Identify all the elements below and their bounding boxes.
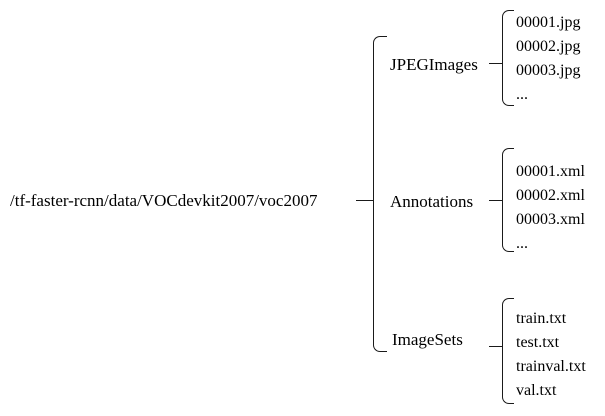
leaf-label: 00001.xml: [516, 163, 585, 180]
branch-brace-annotations: [502, 148, 514, 252]
branch-label-annotations: Annotations: [390, 192, 474, 211]
leaf-label: 00002.xml: [516, 187, 585, 204]
branch-label-jpegimages: JPEGImages: [390, 55, 478, 74]
branch-label-imagesets: ImageSets: [392, 330, 463, 349]
leaf-label: 00003.xml: [516, 211, 585, 228]
leaf-label: val.txt: [516, 382, 557, 399]
branch-brace-imagesets: [502, 298, 514, 404]
leaf-label: train.txt: [516, 310, 567, 327]
main-brace: [373, 36, 387, 352]
branch-connector-tick-annotations: [489, 200, 503, 201]
leaf-label: 00001.jpg: [516, 14, 581, 31]
leaf-label: test.txt: [516, 334, 560, 351]
branch-brace-jpegimages: [502, 10, 514, 106]
branch-connector-tick-imagesets: [489, 346, 503, 347]
leaf-label-ellipsis: ...: [516, 235, 528, 252]
root-connector-tick: [356, 200, 373, 201]
leaf-label: 00003.jpg: [516, 62, 581, 79]
leaf-label: trainval.txt: [516, 358, 586, 375]
branch-connector-tick-jpegimages: [489, 63, 503, 64]
leaf-label-ellipsis: ...: [516, 86, 528, 103]
leaf-label: 00002.jpg: [516, 38, 581, 55]
root-path-label: /tf-faster-rcnn/data/VOCdevkit2007/voc20…: [10, 191, 318, 210]
